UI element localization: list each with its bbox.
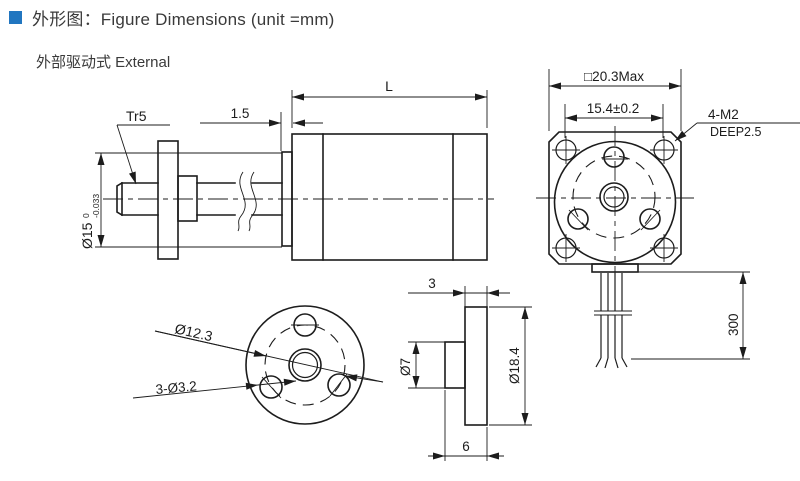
dim-mount-holes: 3-Ø3.2 bbox=[155, 378, 197, 397]
wire-exit-block bbox=[591, 263, 639, 273]
break-line bbox=[237, 171, 246, 232]
bolt-circle-dashed bbox=[572, 155, 656, 239]
screw-spec-label: 4-M2 bbox=[708, 107, 739, 122]
bolt-circle-label: Ø12.3 bbox=[173, 320, 214, 344]
flange-face-view: Ø12.3 3-Ø3.2 bbox=[132, 305, 384, 425]
mount-holes-label: 3-Ø3.2 bbox=[155, 378, 197, 397]
disc-dia-label: Ø18.4 bbox=[507, 347, 522, 384]
dim-boss-offset: 1.5 bbox=[231, 106, 250, 121]
pilot-tol-upper: 0 bbox=[81, 213, 91, 218]
dim-hub-diameter: Ø7 bbox=[398, 358, 413, 376]
motor-body bbox=[291, 133, 488, 261]
dim-total-thickness: 6 bbox=[462, 439, 470, 454]
hub-dia-label: Ø7 bbox=[398, 358, 413, 376]
center-hole-outer bbox=[599, 182, 629, 212]
face-plate-outline bbox=[548, 131, 682, 265]
dim-hole-pitch: 15.4±0.2 bbox=[587, 101, 639, 116]
shaft-flange-disc bbox=[157, 140, 179, 260]
dim-motor-length: L bbox=[385, 78, 393, 94]
flange-hub-section bbox=[444, 341, 466, 389]
dim-lead-length: 300 bbox=[726, 313, 741, 336]
section-header: 外形图：Figure Dimensions (unit =mm) bbox=[9, 5, 335, 30]
flange-center-hole-outer bbox=[288, 348, 322, 382]
page-title: 外形图：Figure Dimensions (unit =mm) bbox=[32, 10, 335, 29]
dim-disc-thickness: 3 bbox=[428, 276, 436, 291]
break-line bbox=[248, 171, 257, 232]
shaft-tip bbox=[116, 181, 124, 217]
pilot-tol-lower: -0.033 bbox=[91, 194, 101, 218]
flange-outline bbox=[245, 305, 365, 425]
shaft-flange-hub bbox=[177, 175, 198, 222]
screw-depth-label: DEEP2.5 bbox=[710, 125, 761, 139]
flange-disc-section bbox=[464, 306, 488, 426]
flange-center-hole-inner bbox=[291, 351, 319, 379]
flange-side-view: 3 Ø18.4 Ø7 6 bbox=[398, 276, 532, 461]
thread-spec-label: Tr5 bbox=[126, 108, 147, 124]
flange-bolt-circle-dashed bbox=[264, 324, 346, 406]
lead-length-label: 300 bbox=[726, 313, 741, 336]
motor-face-view: □20.3Max 15.4±0.2 4-M2 DEEP2.5 bbox=[536, 69, 800, 369]
section-bullet-icon bbox=[9, 10, 22, 24]
dim-bolt-circle: Ø12.3 bbox=[173, 320, 214, 344]
drive-type-label: 外部驱动式 External bbox=[36, 54, 171, 71]
dim-disc-diameter: Ø18.4 bbox=[507, 347, 522, 384]
motor-side-view: Ø15 0 -0.033 Tr5 1.5 L bbox=[79, 78, 494, 261]
dim-square-size: □20.3Max bbox=[584, 69, 644, 84]
dim-pilot-diameter: Ø15 0 -0.033 bbox=[79, 194, 101, 249]
lead-wires bbox=[594, 273, 632, 369]
corner-screw-holes bbox=[552, 136, 678, 262]
pilot-dia-label: Ø15 bbox=[79, 222, 95, 249]
center-hole-inner bbox=[603, 186, 625, 208]
